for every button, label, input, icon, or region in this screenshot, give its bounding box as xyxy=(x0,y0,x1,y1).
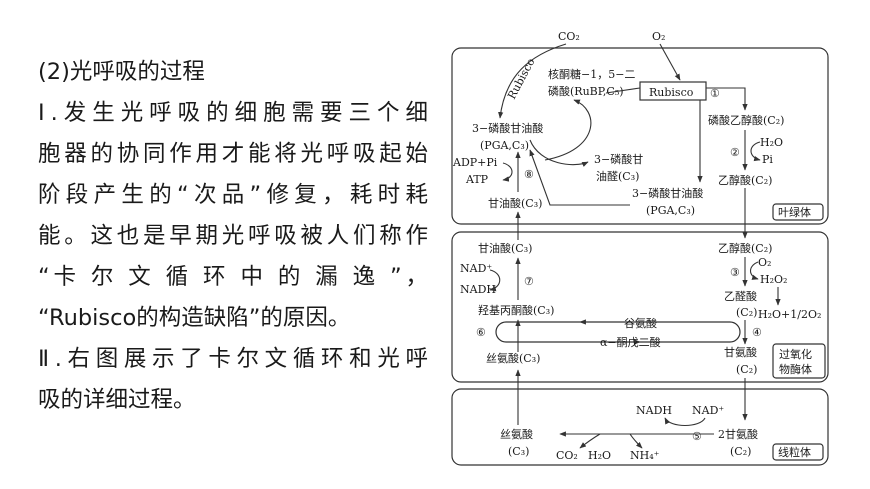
nad-side-arrow xyxy=(489,269,501,292)
co2-label: CO₂ xyxy=(558,30,580,43)
serine-per-label: 丝氨酸(C₃) xyxy=(486,351,540,365)
chloroplast-label: 叶绿体 xyxy=(778,205,811,219)
peroxisome-label-2: 物酶体 xyxy=(779,362,812,376)
pga-label-1: 3−磷酸甘油酸 xyxy=(472,121,543,135)
section-heading: (2)光呼吸的过程 xyxy=(38,59,205,85)
mitochondria-label-box xyxy=(772,443,824,461)
serine-mito-c3-label: (C₃) xyxy=(508,445,529,458)
step-1: ① xyxy=(710,87,720,100)
text-line-7: Ⅱ.右图展示了卡尔文循环和光呼 xyxy=(38,346,428,372)
adp-label: ADP+Pi xyxy=(452,156,498,169)
mitochondria-label: 线粒体 xyxy=(778,445,811,459)
adp-atp-side-arrow xyxy=(502,162,513,182)
rubp-to-rubisco-line xyxy=(605,87,641,94)
h2o-pi-side-arrow xyxy=(750,141,761,162)
pga2-to-pga-arrow xyxy=(529,149,630,206)
pga-to-g3p-arrow xyxy=(529,139,589,167)
glycolate-per-label: 乙醇酸(C₂) xyxy=(718,241,772,255)
chloroplast-label-box xyxy=(772,203,824,221)
text-line-5: “卡 尔 文 循 环 中 的 漏 逸 ”， xyxy=(38,264,428,290)
text-line-6: “Rubisco的构造缺陷”的原因。 xyxy=(38,305,351,331)
serine-mito-label: 丝氨酸 xyxy=(500,427,533,441)
text-line-8: 吸的详细过程。 xyxy=(38,387,196,413)
pga2-label-2: (PGA,C₃) xyxy=(646,204,695,217)
rubp-label-1: 核酮糖−1，5−二 xyxy=(548,67,635,81)
glutamate-label: 谷氨酸 xyxy=(624,316,657,330)
glycerate-chl-label: 甘油酸(C₃) xyxy=(488,196,542,210)
g3p-to-rubp-arrow xyxy=(544,99,592,161)
o2-arrow xyxy=(659,43,681,81)
nad-plus-label: NAD⁺ xyxy=(460,262,492,275)
hydroxypyruvate-label: 羟基丙酮酸(C₃) xyxy=(478,303,554,317)
nad-mito-side-arrow xyxy=(664,417,706,427)
two-glycine-c2-label: (C₂) xyxy=(730,445,751,458)
carboxylation-arrow xyxy=(498,43,567,119)
text-line-1: Ⅰ.发生光呼吸的细胞需要三个细 xyxy=(38,100,428,126)
pga-label-2: (PGA,C₃) xyxy=(480,139,529,152)
chloroplast-box xyxy=(451,47,829,225)
pi-label: Pi xyxy=(762,153,773,166)
step-2: ② xyxy=(730,146,740,159)
nadh-label: NADH xyxy=(460,283,496,296)
h2o-label-1: H₂O xyxy=(760,136,783,149)
step-8: ⑧ xyxy=(524,168,534,181)
nadh-mito-label: NADH xyxy=(636,404,672,417)
glyoxylate-label: 乙醛酸 xyxy=(724,289,757,303)
rubisco-box xyxy=(639,81,707,101)
h2o-half-o2-label: H₂O+1/2O₂ xyxy=(758,308,821,321)
step-7: ⑦ xyxy=(524,275,534,288)
to-phosphoglycolate-arrow xyxy=(706,87,748,111)
step-3: ③ xyxy=(730,266,740,279)
o2-label: O₂ xyxy=(652,30,665,43)
h2o-mito-label: H₂O xyxy=(588,449,611,462)
glyoxylate-c2-label: (C₂) xyxy=(736,306,757,319)
glycine-c2-label: (C₂) xyxy=(736,363,757,376)
step-6: ⑥ xyxy=(476,326,486,339)
ketoglutarate-label: α−酮戊二酸 xyxy=(600,335,661,349)
peroxisome-label-box xyxy=(772,343,826,379)
pga2-label-1: 3−磷酸甘油酸 xyxy=(632,186,703,200)
two-glycine-label: 2甘氨酸 xyxy=(718,427,758,441)
text-line-3: 阶段产生的“次品”修复，耗时耗 xyxy=(38,182,428,208)
g3p-label-2: 油醛(C₃) xyxy=(596,169,639,183)
o2-h2o2-side-arrow xyxy=(749,261,759,280)
text-line-2: 胞器的协同作用才能将光呼吸起始 xyxy=(38,141,428,167)
rubisco-curve-label: Rubisco xyxy=(505,56,537,102)
co2-release-arrow xyxy=(579,433,601,449)
nh4-release-arrow xyxy=(629,433,643,449)
glycerate-per-label: 甘油酸(C₃) xyxy=(478,241,532,255)
g3p-label-1: 3−磷酸甘 xyxy=(594,152,643,166)
rubp-label-2: 磷酸(RuBP,C₅) xyxy=(548,84,624,98)
glycolate-chl-label: 乙醇酸(C₂) xyxy=(718,173,772,187)
nh4-label: NH₄⁺ xyxy=(630,449,660,462)
atp-label: ATP xyxy=(465,173,489,186)
peroxisome-label-1: 过氧化 xyxy=(779,347,812,361)
nad-mito-label: NAD⁺ xyxy=(692,404,724,417)
step-5: ⑤ xyxy=(692,430,702,443)
glycine-label: 甘氨酸 xyxy=(724,345,757,359)
rubisco-box-label: Rubisco xyxy=(649,86,694,99)
step-4: ④ xyxy=(752,326,762,339)
mitochondria-box xyxy=(451,388,829,466)
o2-per-label: O₂ xyxy=(758,256,771,269)
peroxisome-box xyxy=(451,231,829,383)
text-line-4: 能。这也是早期光呼吸被人们称作 xyxy=(38,223,428,249)
h2o2-label: H₂O₂ xyxy=(760,273,787,286)
co2-mito-label: CO₂ xyxy=(556,449,578,462)
phosphoglycolate-label: 磷酸乙醇酸(C₂) xyxy=(708,113,784,127)
